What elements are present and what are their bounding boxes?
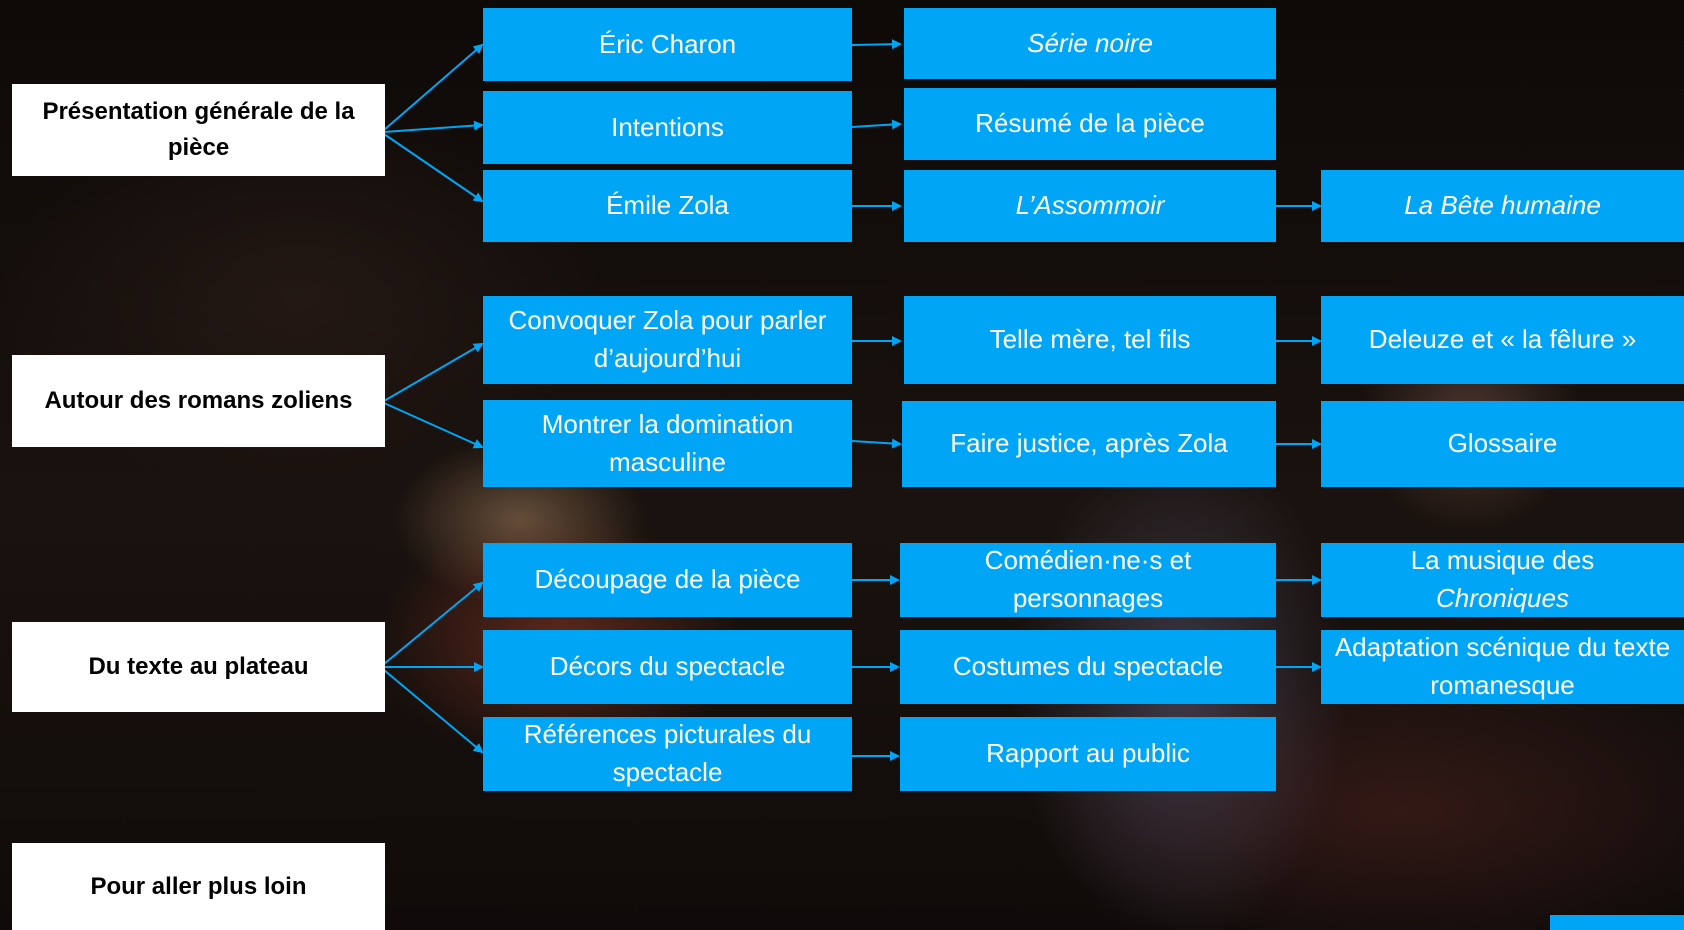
arrow-montrer-justice — [851, 438, 902, 449]
node-decors[interactable]: Décors du spectacle — [483, 630, 852, 704]
arrow-plateau-decoupage — [383, 581, 484, 665]
node-eric-charon[interactable]: Éric Charon — [483, 8, 852, 81]
section-aller-plus-loin[interactable]: Pour aller plus loin — [12, 843, 385, 930]
arrow-presentation-eric — [383, 43, 484, 131]
node-musique-chroniques[interactable]: La musique des Chroniques — [1321, 543, 1684, 617]
arrow-romans-convoquer — [383, 342, 484, 402]
arrow-plateau-references — [383, 669, 484, 754]
section-plateau[interactable]: Du texte au plateau — [12, 622, 385, 712]
node-bete-humaine[interactable]: La Bête humaine — [1321, 170, 1684, 242]
arrow-eric-serie — [851, 39, 902, 50]
node-emile-zola[interactable]: Émile Zola — [483, 170, 852, 242]
node-decoupage[interactable]: Découpage de la pièce — [483, 543, 852, 617]
musique-line2: Chroniques — [1436, 583, 1569, 613]
arrow-intentions-resume — [851, 119, 902, 130]
node-comediens[interactable]: Comédien·ne·s et personnages — [900, 543, 1276, 617]
node-references-picturales[interactable]: Références picturales du spectacle — [483, 717, 852, 791]
node-montrer-domination[interactable]: Montrer la domination masculine — [483, 400, 852, 487]
node-faire-justice[interactable]: Faire justice, après Zola — [902, 401, 1276, 487]
node-assommoir[interactable]: L’Assommoir — [904, 170, 1276, 242]
musique-line1: La musique des — [1410, 545, 1595, 576]
node-rapport-public[interactable]: Rapport au public — [900, 717, 1276, 791]
node-costumes[interactable]: Costumes du spectacle — [900, 630, 1276, 704]
node-telle-mere[interactable]: Telle mère, tel fils — [904, 296, 1276, 384]
node-deleuze[interactable]: Deleuze et « la fêlure » — [1321, 296, 1684, 384]
section-presentation[interactable]: Présentation générale de la pièce — [12, 84, 385, 176]
node-resume[interactable]: Résumé de la pièce — [904, 88, 1276, 160]
arrow-presentation-zola — [383, 133, 484, 203]
arrow-presentation-intentions — [383, 120, 484, 133]
node-serie-noire[interactable]: Série noire — [904, 8, 1276, 79]
section-romans[interactable]: Autour des romans zoliens — [12, 355, 385, 447]
arrow-romans-montrer — [383, 402, 484, 449]
node-convoquer-zola[interactable]: Convoquer Zola pour parler d’aujourd’hui — [483, 296, 852, 384]
node-glossaire[interactable]: Glossaire — [1321, 401, 1684, 487]
node-intentions[interactable]: Intentions — [483, 91, 852, 164]
node-adaptation[interactable]: Adaptation scénique du texte romanesque — [1321, 630, 1684, 704]
corner-nav-tab[interactable] — [1550, 915, 1684, 930]
